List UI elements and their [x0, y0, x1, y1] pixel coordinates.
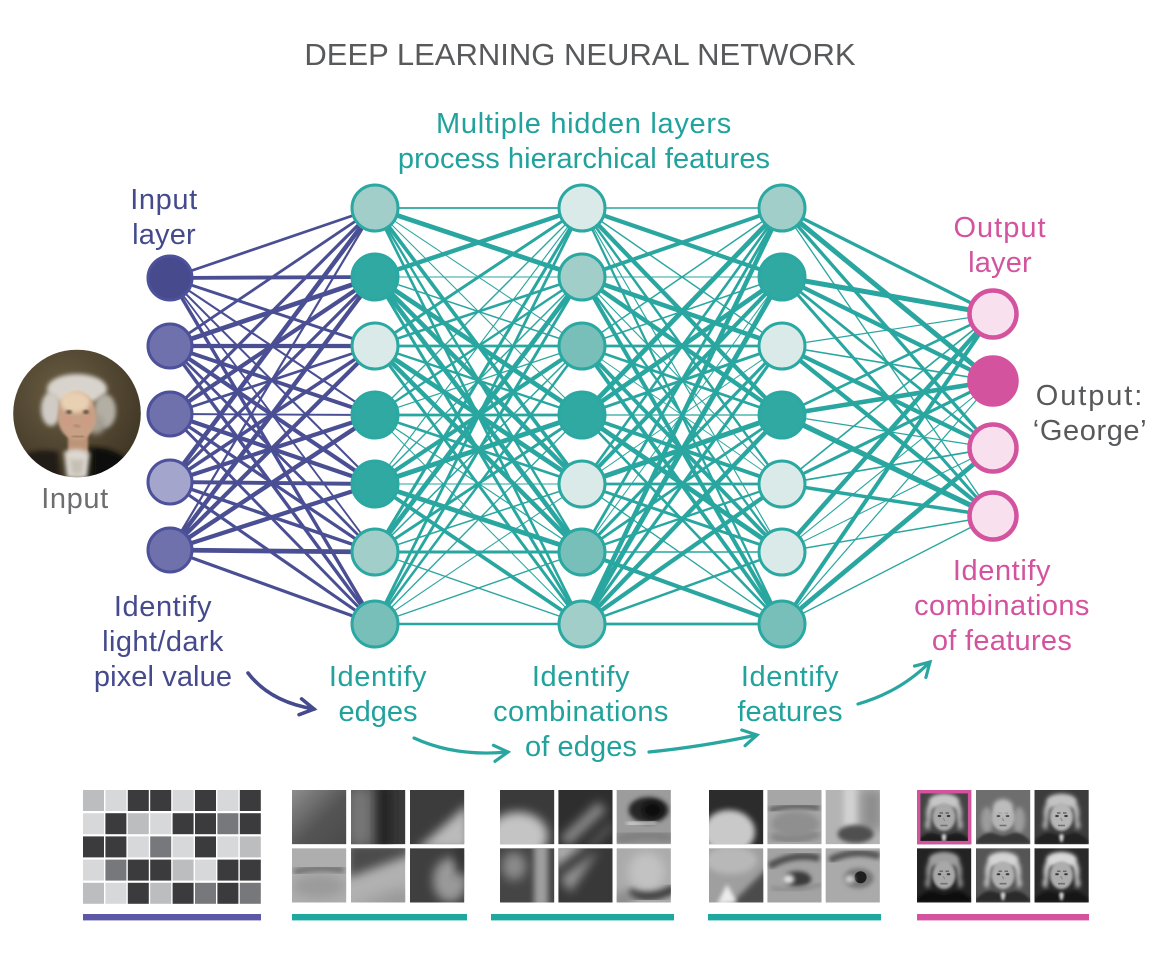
svg-text:combinations: combinations: [493, 696, 669, 728]
svg-text:Output: Output: [953, 212, 1046, 244]
svg-text:layer: layer: [132, 219, 196, 251]
svg-text:pixel value: pixel value: [94, 661, 232, 693]
svg-text:Identify: Identify: [329, 661, 427, 693]
svg-text:‘George’: ‘George’: [1033, 415, 1147, 447]
svg-text:Multiple hidden layers: Multiple hidden layers: [436, 108, 732, 140]
svg-text:Identify: Identify: [741, 661, 839, 693]
svg-text:Output:: Output:: [1036, 380, 1144, 412]
svg-text:Identify: Identify: [114, 591, 212, 623]
svg-text:process hierarchical features: process hierarchical features: [398, 143, 770, 175]
svg-text:light/dark: light/dark: [102, 626, 224, 658]
svg-text:Input: Input: [41, 483, 109, 515]
svg-text:layer: layer: [968, 247, 1032, 279]
svg-text:Identify: Identify: [953, 555, 1051, 587]
svg-text:Input: Input: [130, 184, 198, 216]
svg-text:Identify: Identify: [532, 661, 630, 693]
svg-text:combinations: combinations: [914, 590, 1090, 622]
svg-text:features: features: [737, 696, 842, 728]
svg-text:edges: edges: [338, 696, 417, 728]
svg-text:of features: of features: [932, 625, 1072, 657]
svg-text:of edges: of edges: [525, 731, 637, 763]
svg-text:DEEP LEARNING NEURAL NETWORK: DEEP LEARNING NEURAL NETWORK: [304, 37, 856, 72]
